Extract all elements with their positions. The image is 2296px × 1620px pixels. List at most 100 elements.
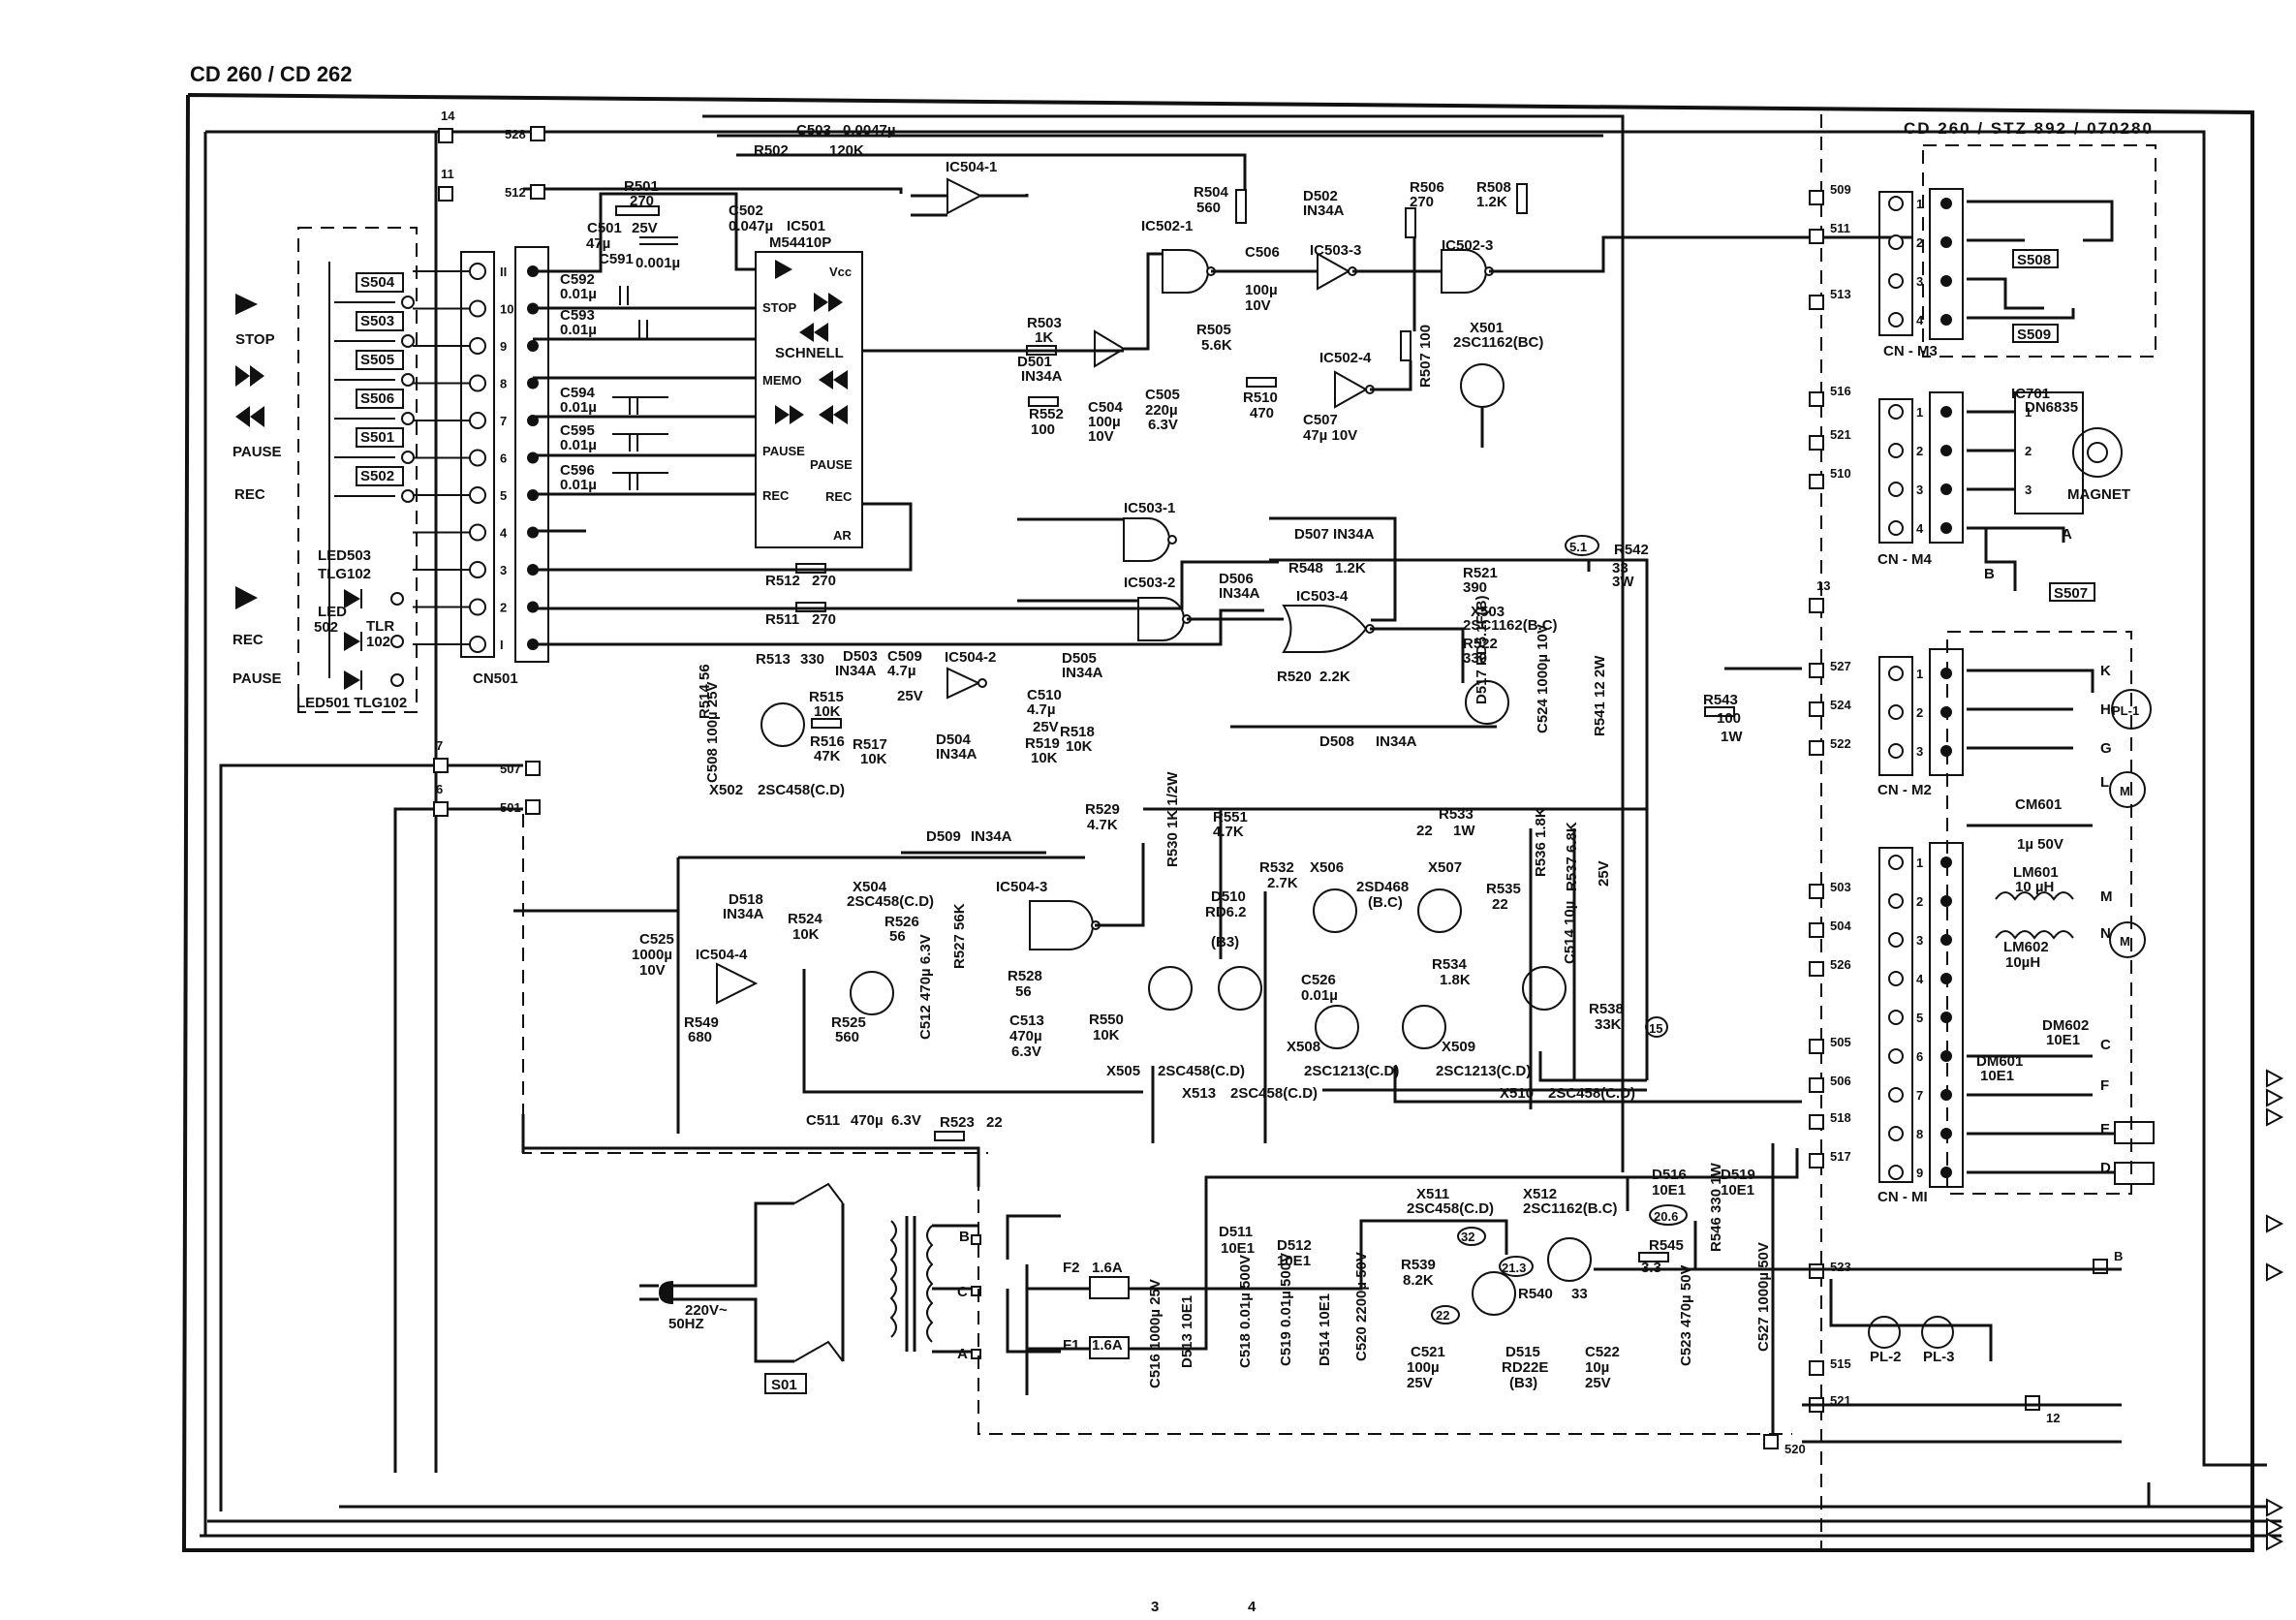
connector-pin-label: 2: [1916, 235, 1923, 250]
svg-text:2SC458(C.D): 2SC458(C.D): [1230, 1085, 1318, 1102]
svg-text:C510: C510: [1027, 687, 1062, 703]
svg-text:R503: R503: [1027, 315, 1062, 331]
svg-text:D503: D503: [843, 648, 878, 665]
svg-text:R521: R521: [1463, 565, 1498, 581]
svg-text:10K: 10K: [1093, 1027, 1120, 1044]
svg-text:R530 1K 1/2W: R530 1K 1/2W: [1164, 771, 1181, 867]
connector-pin: [1888, 855, 1904, 870]
svg-text:S505: S505: [360, 352, 394, 368]
junction-pad-label: 12: [2046, 1411, 2060, 1425]
junction-pad: [1809, 295, 1824, 310]
svg-text:C511: C511: [806, 1112, 840, 1129]
svg-text:LED: LED: [318, 604, 347, 620]
junction-pad-label: 504: [1830, 919, 1851, 933]
connector-pin-label: 4: [1916, 313, 1924, 327]
rew-symbol-icon: [235, 406, 250, 427]
junction-pad-label: 520: [1784, 1442, 1806, 1456]
svg-text:C526: C526: [1301, 972, 1336, 988]
junction-pad-label: B: [2114, 1249, 2123, 1263]
svg-text:10K: 10K: [1066, 738, 1093, 755]
svg-text:D508: D508: [1319, 733, 1354, 750]
svg-text:270: 270: [1410, 194, 1434, 210]
svg-text:X506: X506: [1310, 859, 1344, 876]
junction-pad: [1809, 1077, 1824, 1093]
svg-text:R534: R534: [1432, 956, 1468, 973]
ff-symbol-icon: [235, 365, 250, 387]
svg-text:560: 560: [835, 1029, 859, 1045]
svg-text:X511: X511: [1416, 1186, 1449, 1202]
svg-text:C: C: [957, 1284, 968, 1300]
svg-text:R516: R516: [810, 733, 845, 750]
junction-pad-label: 524: [1830, 698, 1851, 712]
svg-text:22: 22: [1416, 823, 1433, 839]
svg-text:C509: C509: [887, 648, 922, 665]
svg-text:R528: R528: [1008, 968, 1042, 984]
junction-pad: [1809, 1263, 1824, 1279]
cn501-pin-dot: [527, 377, 539, 389]
svg-text:C527 1000µ 50V: C527 1000µ 50V: [1755, 1242, 1772, 1352]
svg-text:X502: X502: [709, 782, 743, 798]
svg-text:X504: X504: [853, 879, 887, 895]
svg-text:C594: C594: [560, 385, 596, 401]
svg-text:IN34A: IN34A: [723, 906, 764, 922]
svg-text:RD6.2: RD6.2: [1205, 904, 1247, 920]
rec-led-label: REC: [233, 632, 264, 648]
svg-text:R522: R522: [1463, 636, 1498, 652]
svg-text:IC502-3: IC502-3: [1442, 237, 1493, 254]
svg-text:R529: R529: [1085, 801, 1120, 818]
junction-pad-label: 526: [1830, 957, 1851, 972]
svg-text:D519: D519: [1721, 1167, 1755, 1183]
svg-text:10E1: 10E1: [1277, 1253, 1311, 1269]
svg-text:R520: R520: [1277, 669, 1312, 685]
svg-text:D512: D512: [1277, 1237, 1312, 1254]
junction-pad-label: 14: [441, 109, 455, 123]
svg-text:R535: R535: [1486, 881, 1521, 897]
junction-pad-label: 521: [1830, 427, 1851, 442]
junction-pad: [2093, 1259, 2108, 1274]
cn501-pin: [469, 374, 486, 392]
svg-text:IC504-4: IC504-4: [696, 947, 748, 963]
svg-text:10E1: 10E1: [1652, 1182, 1686, 1199]
junction-pad: [1809, 1360, 1824, 1376]
svg-text:C525: C525: [639, 931, 674, 948]
cn501-pin: [469, 412, 486, 429]
svg-text:C506: C506: [1245, 244, 1280, 261]
svg-text:R543: R543: [1703, 692, 1738, 708]
svg-text:1µ 50V: 1µ 50V: [2017, 836, 2063, 853]
svg-text:10K: 10K: [860, 751, 887, 767]
svg-text:47µ: 47µ: [586, 235, 610, 252]
cn501-pin-label: 2: [500, 601, 507, 615]
svg-text:4.7µ: 4.7µ: [887, 663, 916, 679]
connector-pin-dot: [1940, 1167, 1952, 1178]
svg-text:DN6835: DN6835: [2025, 399, 2078, 416]
connector-pin: [1888, 404, 1904, 420]
svg-text:S503: S503: [360, 313, 394, 329]
junction-pad: [1809, 884, 1824, 899]
svg-text:F2: F2: [1063, 1260, 1080, 1276]
cn501-pin-label: 5: [500, 488, 507, 503]
svg-text:390: 390: [1463, 579, 1487, 596]
junction-pad: [525, 761, 541, 776]
svg-text:S509: S509: [2017, 327, 2051, 343]
junction-pad-label: 503: [1830, 880, 1851, 894]
junction-pad: [1809, 663, 1824, 678]
svg-text:C596: C596: [560, 462, 595, 479]
cn501-pin: [469, 299, 486, 318]
svg-text:2SD468: 2SD468: [1356, 879, 1409, 895]
connector-pin-label: 4: [1916, 972, 1924, 986]
svg-text:5.1: 5.1: [1569, 540, 1587, 554]
connector-pin-label: 2: [1916, 444, 1923, 458]
svg-text:25V: 25V: [1407, 1375, 1433, 1391]
svg-text:D505: D505: [1062, 650, 1097, 667]
svg-text:10V: 10V: [1088, 428, 1114, 445]
connector-pin-label: 4: [1916, 521, 1924, 536]
connector-pin: [1888, 971, 1904, 986]
logic-gates: IC504-1 IC502-1 IC503-3 IC502-3 IC502-4 …: [696, 159, 1494, 1005]
svg-text:25V: 25V: [1585, 1375, 1611, 1391]
svg-text:10µH: 10µH: [2005, 954, 2040, 971]
junction-pad: [433, 801, 449, 817]
svg-text:REC: REC: [825, 489, 853, 504]
cn501-pin-label: 9: [500, 339, 507, 354]
svg-text:C519 0.01µ 500V: C519 0.01µ 500V: [1278, 1253, 1294, 1366]
